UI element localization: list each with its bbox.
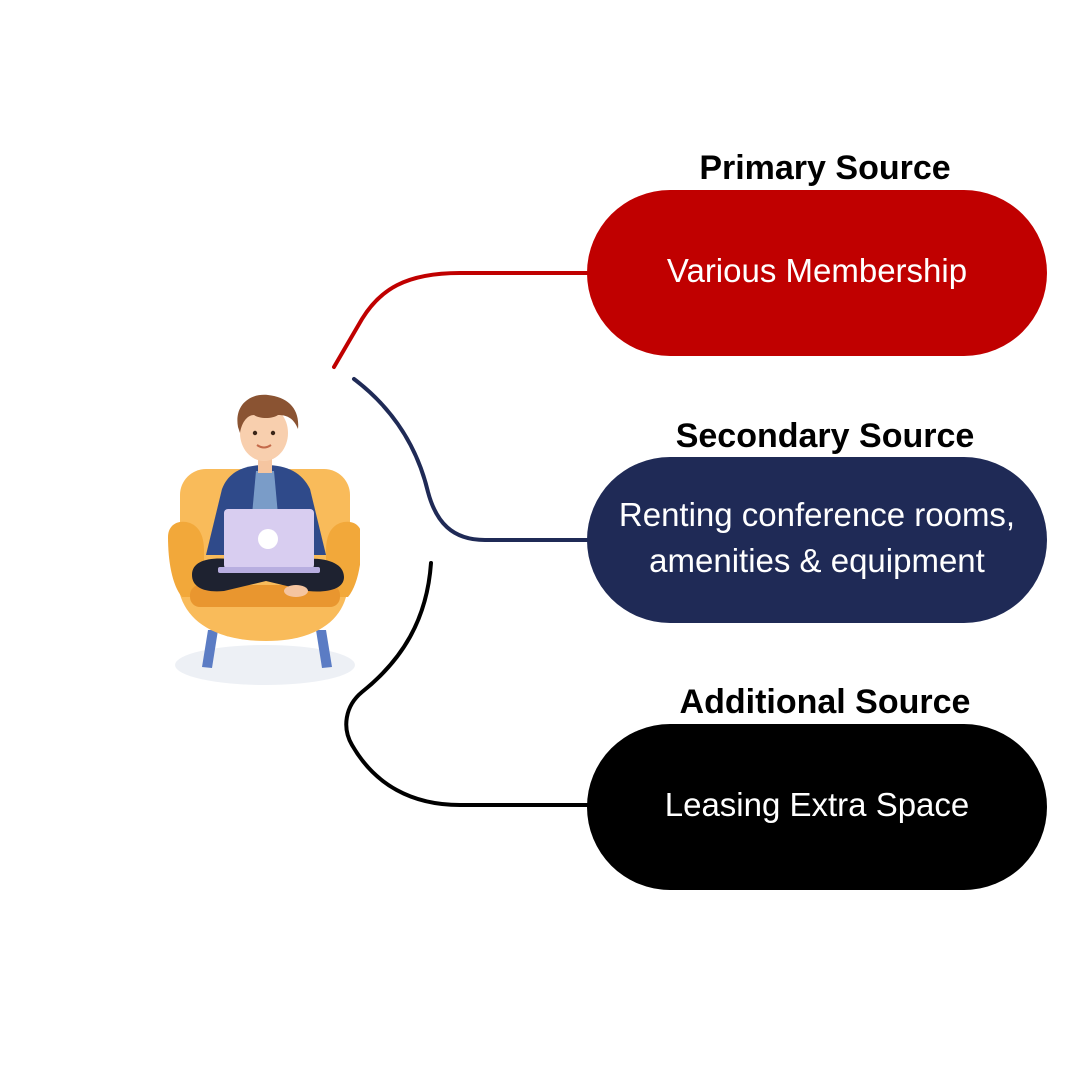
connector-additional [344, 561, 590, 807]
chair-leg-right [316, 630, 332, 668]
person-with-laptop-in-armchair-illustration [168, 394, 360, 685]
person-hair [237, 394, 299, 433]
source-description: Renting conference rooms, amenities & eq… [618, 496, 1016, 579]
person-smile [256, 444, 272, 449]
person-foot [284, 585, 308, 597]
connector-primary [332, 271, 590, 369]
chair-leg-left [202, 630, 218, 668]
connector-secondary [352, 377, 590, 542]
source-pill: Leasing Extra Space [587, 724, 1047, 890]
person-face [240, 405, 288, 461]
source-description: Various Membership [666, 252, 968, 289]
laptop-logo [258, 529, 278, 549]
person-eye-left [252, 430, 258, 436]
person-shirt [252, 471, 278, 515]
source-pill: Various Membership [587, 190, 1047, 356]
floor-shadow [175, 645, 355, 685]
person-eye-right [270, 430, 276, 436]
source-description: Leasing Extra Space [664, 786, 970, 823]
source-heading: Additional Source [679, 683, 971, 721]
source-heading: Secondary Source [675, 417, 975, 455]
laptop-base [218, 567, 320, 573]
source-heading: Primary Source [699, 149, 951, 187]
source-pill: Renting conference rooms, amenities & eq… [587, 457, 1047, 623]
